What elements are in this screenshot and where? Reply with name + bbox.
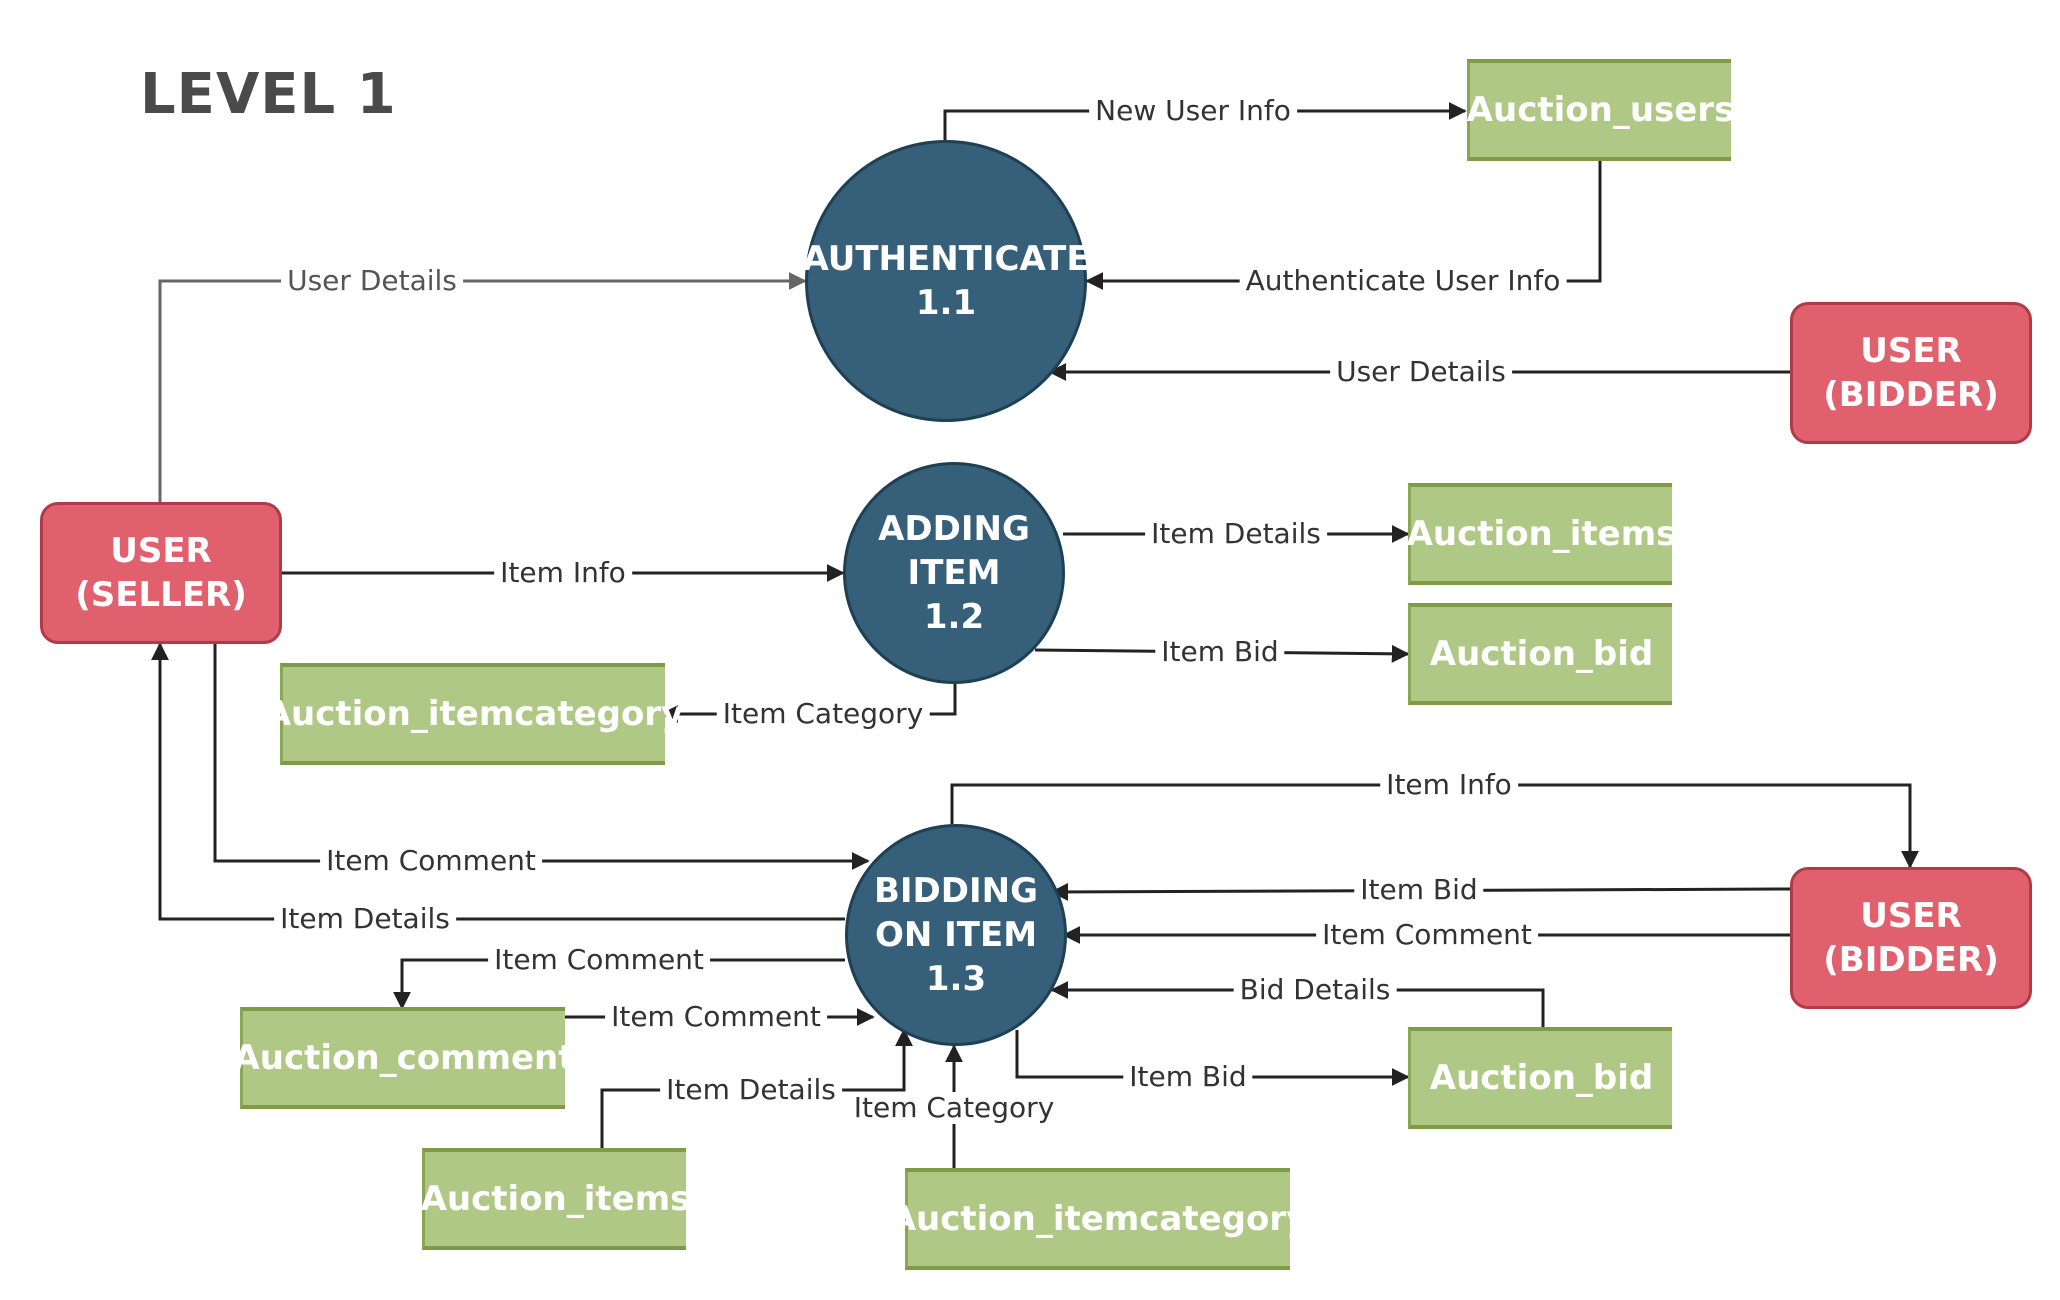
flow-authenticate-user-info xyxy=(1085,160,1602,290)
store-auction-itemcategory-bottom[interactable]: Auction_itemcategory xyxy=(890,1168,1308,1270)
label-item-comment-bidder: Item Comment xyxy=(1316,919,1538,951)
flow-user-details-seller xyxy=(158,272,807,502)
process-bidding-line1: BIDDING xyxy=(873,871,1039,911)
flow-item-comment-seller xyxy=(213,644,870,870)
diagram-title: LEVEL 1 xyxy=(140,62,397,127)
label-item-bid-to-store: Item Bid xyxy=(1123,1061,1253,1093)
label-item-comment-from-store: Item Comment xyxy=(605,1001,827,1033)
flow-item-bid-to-store xyxy=(1015,1030,1410,1086)
entity-seller-line1: USER xyxy=(110,531,212,571)
process-authenticate-name: AUTHENTICATE xyxy=(802,239,1090,279)
label-item-category-adding: Item Category xyxy=(716,698,930,730)
label-item-category-bidding: Item Category xyxy=(847,1092,1061,1124)
process-bidding-number: 1.3 xyxy=(925,959,987,999)
label-item-details-seller: Item Details xyxy=(274,903,456,935)
entity-user-bidder-bottom[interactable]: USER(BIDDER) xyxy=(1790,867,2032,1009)
label-item-details-adding: Item Details xyxy=(1145,518,1327,550)
store-auction-bid-bottom[interactable]: Auction_bid xyxy=(1408,1027,1672,1129)
store-auction-comment[interactable]: Auction_comment xyxy=(233,1007,575,1109)
label-item-info-seller: Item Info xyxy=(494,557,632,589)
entity-bidder-bottom-line1: USER xyxy=(1860,896,1962,936)
label-item-comment-to-store: Item Comment xyxy=(488,944,710,976)
label-new-user-info: New User Info xyxy=(1089,95,1297,127)
store-auction-items-bottom[interactable]: Auction_items xyxy=(421,1148,690,1250)
label-item-comment-seller: Item Comment xyxy=(320,845,542,877)
process-bidding-line2: ON ITEM xyxy=(874,915,1038,955)
entity-bidder-top-line1: USER xyxy=(1860,331,1962,371)
entity-seller-line2: (SELLER) xyxy=(75,575,247,615)
label-item-bid-adding: Item Bid xyxy=(1155,636,1285,668)
entity-bidder-bottom-line2: (BIDDER) xyxy=(1823,940,1999,980)
store-auction-itemcategory-top[interactable]: Auction_itemcategory xyxy=(265,663,683,765)
store-auction-bid-top[interactable]: Auction_bid xyxy=(1408,603,1672,705)
process-adding-item-line2: ITEM xyxy=(907,553,1001,593)
label-item-details-from-store: Item Details xyxy=(660,1074,842,1106)
process-adding-item-line1: ADDING xyxy=(878,509,1030,549)
store-auction-items-top[interactable]: Auction_items xyxy=(1407,483,1676,585)
label-item-info-bidder: Item Info xyxy=(1380,769,1518,801)
label-user-details-seller: User Details xyxy=(281,265,463,297)
process-adding-item-number: 1.2 xyxy=(923,597,985,637)
entity-user-seller[interactable]: USER(SELLER) xyxy=(40,502,282,644)
label-authenticate-user-info: Authenticate User Info xyxy=(1239,265,1567,297)
entity-user-bidder-top[interactable]: USER(BIDDER) xyxy=(1790,302,2032,444)
process-authenticate-number: 1.1 xyxy=(915,283,977,323)
entity-bidder-top-line2: (BIDDER) xyxy=(1823,375,1999,415)
label-bid-details: Bid Details xyxy=(1233,974,1397,1006)
label-user-details-bidder: User Details xyxy=(1330,356,1512,388)
store-auction-users[interactable]: Auction_users xyxy=(1467,59,1734,161)
label-item-bid-bidder: Item Bid xyxy=(1354,874,1484,906)
flow-bid-details xyxy=(1050,981,1545,1027)
flow-item-details-seller xyxy=(151,642,845,921)
